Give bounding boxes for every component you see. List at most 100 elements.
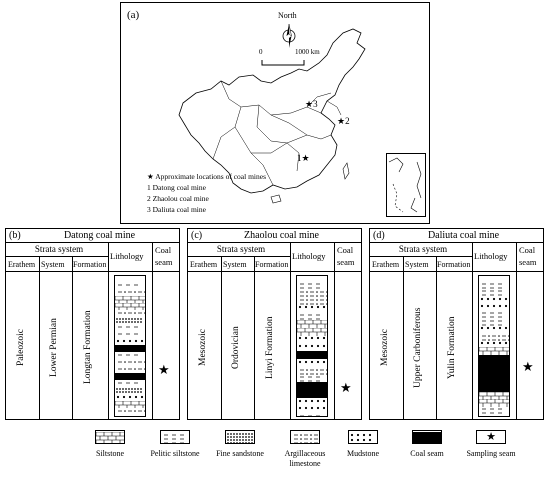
lithology-layer-pelitic: [115, 325, 145, 335]
lithology-layer-mudstone: [297, 338, 327, 348]
lithology-header-2: Lithology: [292, 251, 326, 261]
lithology-layer-pelitic: [297, 369, 327, 382]
lithology-layer-mudstone: [297, 393, 327, 402]
legend-swatch-fine: [225, 430, 255, 444]
lithology-layer-siltstone: [115, 297, 145, 311]
lithology-layer-argillaceous: [115, 360, 145, 370]
lithology-layer-pelitic: [479, 276, 509, 289]
col-divider-3-3: [516, 242, 517, 419]
south-china-sea-inset: [386, 153, 426, 217]
north-label: North: [278, 11, 297, 20]
lithology-layer-coal: [479, 350, 509, 363]
col-divider-1-1: [72, 256, 73, 419]
legend-label-argillaceous: Argillaceous limestone: [284, 449, 326, 468]
strata-sub-divider-1: [6, 256, 108, 257]
sampling-star-icon-2: ★: [340, 379, 352, 395]
strata-system-header-2: Strata system: [216, 244, 266, 254]
col-divider-1-0: [39, 256, 40, 419]
col-divider-2-1: [254, 256, 255, 419]
legend-label-coal: Coal seam: [410, 449, 444, 458]
legend-label-siltstone: Siltstone: [95, 449, 124, 458]
lithology-layer-argillaceous: [115, 353, 145, 363]
seam-header-3: seam: [519, 257, 537, 267]
sampling-star-icon-1: ★: [158, 361, 170, 377]
formation-value-2: Linyi Formation: [265, 316, 275, 379]
lithology-layer-coal: [115, 339, 145, 352]
lithology-layer-argillaceous: [297, 292, 327, 305]
panel-label-1: (b): [9, 230, 21, 241]
lithology-layer-pelitic: [479, 409, 509, 416]
erathem-header-3: Erathem: [372, 260, 400, 269]
lithology-layer-argillaceous: [115, 402, 145, 412]
lithology-layer-siltstone: [297, 315, 327, 328]
legend-swatch-sampling: ★: [476, 430, 506, 444]
strata-sub-divider-2: [188, 256, 290, 257]
legend-swatch-siltstone: [95, 430, 125, 444]
scale-bar: [261, 60, 305, 66]
lithology-layer-mudstone: [115, 332, 145, 343]
china-map-outline: [178, 28, 366, 204]
col-divider-3-0: [403, 256, 404, 419]
lithology-layer-mudstone: [479, 335, 509, 345]
strata-system-header-1: Strata system: [34, 244, 84, 254]
map-legend-title: ★ Approximate locations of coal mines: [147, 172, 266, 181]
lithology-layer-siltstone: [479, 387, 509, 400]
seam-header-2: seam: [337, 257, 355, 267]
sampling-star-icon-3: ★: [522, 359, 534, 375]
header-divider-3: [370, 271, 543, 272]
lithology-layer-argillaceous: [297, 284, 327, 297]
col-divider-2-0: [221, 256, 222, 419]
lithology-layer-coal: [297, 385, 327, 398]
col-divider-2-2: [290, 242, 291, 419]
lithology-layer-pelitic: [115, 318, 145, 328]
legend-swatch-argillaceous: [290, 430, 320, 444]
col-divider-1-3: [152, 242, 153, 419]
lithology-layer-coal: [297, 346, 327, 359]
strata-sub-divider-3: [370, 256, 472, 257]
lithology-layer-mudstone: [479, 291, 509, 300]
lithology-layer-siltstone: [479, 394, 509, 407]
erathem-value-2: Mesozoic: [198, 329, 208, 366]
lithology-layer-pelitic: [479, 313, 509, 326]
map-legend: ★ Approximate locations of coal mines 1 …: [147, 171, 266, 215]
scale-end: 1000 km: [295, 48, 320, 56]
lithology-layer-mudstone: [479, 298, 509, 308]
formation-value-1: Longtan Formation: [83, 310, 93, 385]
lithology-layer-argillaceous: [297, 362, 327, 375]
panel-title-divider-1: [6, 242, 179, 243]
lithology-layer-mudstone: [297, 299, 327, 309]
lithology-layer-fine: [115, 311, 145, 323]
col-divider-1-2: [108, 242, 109, 419]
map-panel-label: (a): [127, 9, 140, 21]
system-header-3: System: [405, 260, 429, 269]
lithology-layer-mudstone: [479, 320, 509, 330]
mine-marker-2: ★2: [337, 116, 350, 126]
lithology-layer-argillaceous: [479, 328, 509, 341]
panel-label-2: (c): [191, 230, 203, 241]
col-divider-3-2: [472, 242, 473, 419]
system-header-2: System: [223, 260, 247, 269]
lithology-layer-pelitic: [115, 346, 145, 356]
coal-header-2: Coal: [337, 245, 354, 255]
lithology-layer-pelitic: [115, 276, 145, 286]
formation-value-3: Yulin Formation: [447, 316, 457, 379]
system-value-2: Ordovician: [231, 326, 241, 369]
lithology-column-3: [478, 275, 510, 417]
map-legend-item-2: 2 Zhaolou coal mine: [147, 194, 209, 203]
sampling-star-icon: ★: [486, 431, 496, 443]
header-divider-2: [188, 271, 361, 272]
legend-swatch-pelitic: [160, 430, 190, 444]
lithology-layer-mudstone: [297, 354, 327, 363]
panel-title-divider-2: [188, 242, 361, 243]
erathem-value-3: Mesozoic: [380, 329, 390, 366]
system-header-1: System: [41, 260, 65, 269]
panel-title-3: Daliuta coal mine: [427, 230, 500, 241]
lithology-layer-siltstone: [479, 342, 509, 356]
legend-label-mudstone: Mudstone: [347, 449, 379, 458]
legend-label-pelitic: Pelitic siltstone: [150, 449, 200, 458]
legend-swatch-mudstone: [348, 430, 378, 444]
lithology-layer-coal: [297, 377, 327, 391]
